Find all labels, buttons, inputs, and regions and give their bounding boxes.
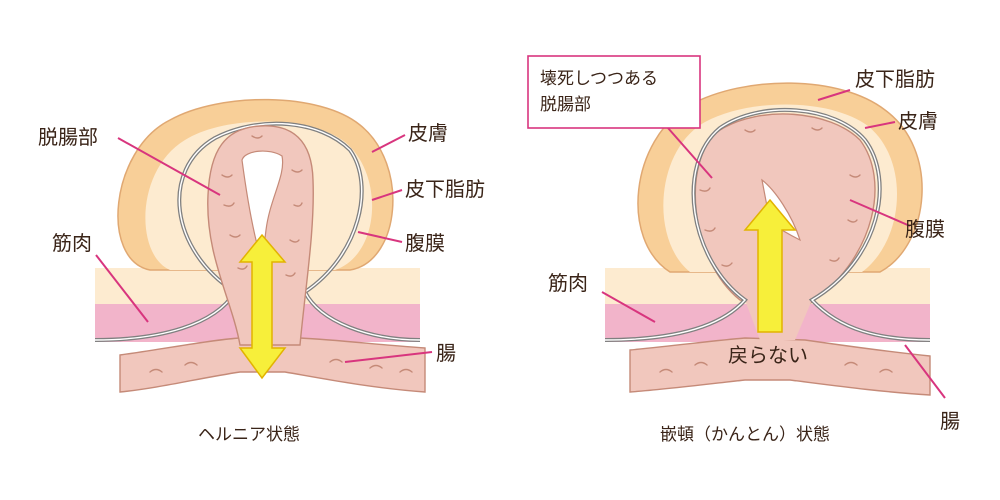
label-not-returning: 戻らない <box>728 343 808 367</box>
leader-right-necrosis <box>667 127 713 179</box>
label-right-muscle: 筋肉 <box>548 271 588 295</box>
label-right-peritoneum: 腹膜 <box>905 217 945 241</box>
leader-left-prolapsed <box>117 137 221 196</box>
label-left-prolapsed-bowel: 脱腸部 <box>38 125 98 149</box>
leader-left-peritoneum <box>357 231 403 243</box>
label-left-muscle: 筋肉 <box>52 231 92 255</box>
leader-left-skin <box>371 134 406 153</box>
caption-incarceration-state: 嵌頓（かんとん）状態 <box>660 425 830 445</box>
incarceration-state-panel: 壊死しつつある 脱腸部 皮下脂肪 皮膚 腹膜 筋肉 腸 戻らない 嵌頓（かんとん… <box>527 55 960 445</box>
left-bowel-folds <box>149 135 413 373</box>
label-right-subcutaneous-fat: 皮下脂肪 <box>855 67 935 91</box>
label-left-subcutaneous-fat: 皮下脂肪 <box>405 177 485 201</box>
label-right-intestine: 腸 <box>940 409 960 433</box>
leader-right-peritoneum <box>849 199 911 227</box>
right-bowel-folds <box>659 127 893 373</box>
label-right-skin: 皮膚 <box>898 109 938 133</box>
necrosis-callout-box <box>527 55 701 129</box>
label-left-peritoneum: 腹膜 <box>405 231 445 255</box>
leader-right-skin <box>864 121 896 129</box>
callout-line-2: 脱腸部 <box>540 95 591 115</box>
leader-left-muscle <box>95 254 149 323</box>
caption-hernia-state: ヘルニア状態 <box>198 425 300 445</box>
label-left-skin: 皮膚 <box>408 121 448 145</box>
label-left-intestine: 腸 <box>436 341 456 365</box>
leader-right-muscle <box>601 291 656 323</box>
leader-right-intestine <box>904 344 946 399</box>
right-intestine <box>629 337 931 396</box>
left-double-arrow <box>238 233 287 380</box>
leader-right-fat <box>817 89 851 101</box>
callout-line-1: 壊死しつつある <box>540 69 658 89</box>
hernia-state-panel: 脱腸部 皮膚 皮下脂肪 腹膜 筋肉 腸 ヘルニア状態 <box>38 98 485 445</box>
right-up-arrow <box>743 198 797 333</box>
leader-left-fat <box>371 189 403 201</box>
leader-left-intestine <box>344 351 433 363</box>
